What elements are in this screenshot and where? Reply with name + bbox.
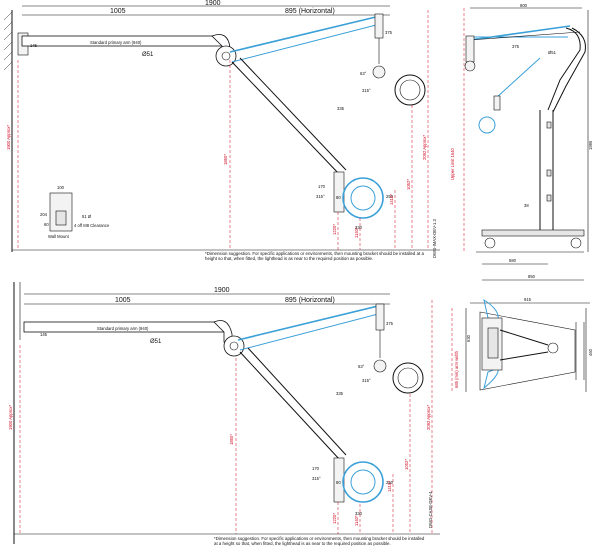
dim-1850-b: 1850* — [229, 434, 234, 445]
plan-dim-460: 460 — [588, 348, 593, 356]
plan-view: 915 685 (min) arm width 630 460 — [451, 297, 593, 392]
stand-dia: Ø51 — [548, 50, 557, 55]
stand-dim-1995: 1995 — [588, 140, 593, 150]
stand-dim-850: 850 — [528, 274, 536, 279]
stand-dim-580: 580 — [509, 258, 517, 263]
dim-1900-approx: 1900 Approx* — [6, 124, 11, 150]
dimension-note: *Dimension suggestion. For specific appl… — [205, 251, 424, 261]
angle-63: 63° — [360, 71, 367, 76]
diameter-label: Ø51 — [142, 52, 154, 58]
dim-330-b: 330 — [355, 511, 363, 516]
stand-dim-38: 38 — [524, 203, 529, 208]
stand-dim-800: 800 — [520, 3, 528, 8]
wall-mount-dia: 51 Ø — [82, 214, 92, 219]
wall-mount-dim-100: 100 — [57, 185, 65, 190]
mobile-stand-view: 800 375 Ø51 Upper Limit 1640 1995 38 580… — [450, 3, 593, 281]
dim-1052: 1052* — [406, 179, 411, 190]
top-elevation-view: 1900 1005 895 (Horizontal) Standard prim… — [3, 0, 440, 261]
angle-315b: 315° — [316, 194, 325, 199]
dim-250-b: 250 — [386, 480, 394, 485]
bottom-elevation-view: 1900 1005 895 (Horizontal) Standard prim… — [8, 282, 440, 546]
angle-315b-b: 315° — [312, 476, 321, 481]
dim-335: 335 — [337, 106, 345, 111]
dim-330: 330 — [355, 225, 363, 230]
dim-1005: 1005 — [110, 8, 126, 15]
dim-1005-b: 1005 — [115, 297, 131, 304]
dim-1850: 1850* — [223, 154, 228, 165]
plan-dim-630: 630 — [466, 334, 471, 342]
stand-upper-limit: Upper Limit 1640 — [450, 147, 455, 180]
dim-1900: 1900 — [205, 0, 221, 7]
dim-1052-b: 1052* — [404, 459, 409, 470]
wall-mount-detail: 100 204 60 51 Ø 4 off M8 Clearance Wall … — [40, 185, 110, 239]
stand-dim-375: 375 — [512, 44, 520, 49]
wall-mount-dim-204: 204 — [40, 212, 48, 217]
dim-1220: 1220* — [332, 224, 337, 235]
dim-1220-b: 1220* — [332, 513, 337, 524]
dim-170: 170 — [318, 184, 326, 189]
primary-arm-label-b: Standard primary arm (940) — [97, 326, 149, 331]
dim-1140-b: 1140* — [354, 515, 359, 526]
dim-335-b: 335 — [336, 391, 344, 396]
dim-1410-b: 1410* — [387, 481, 392, 492]
wall-mount-label: Wall Mount — [48, 234, 70, 239]
dim-1900-approx-b: 1900 Approx* — [8, 404, 13, 430]
wall-mount-holes: 4 off M8 Clearance — [74, 223, 110, 228]
angle-315-b: 315° — [362, 378, 371, 383]
dim-895-b: 895 (Horizontal) — [285, 297, 335, 304]
dim-375: 375 — [385, 30, 393, 35]
dimension-note-b: *Dimension suggestion. For specific appl… — [214, 536, 425, 546]
dim-80-b: 80 — [336, 480, 341, 485]
angle-63-b: 63° — [358, 364, 365, 369]
dim-2092: 2092 Approx* — [422, 134, 427, 160]
dim-2092-b: 2092 Approx* — [426, 404, 431, 430]
plan-dim-915: 915 — [524, 297, 532, 302]
dim-170-b: 170 — [312, 466, 320, 471]
dim-1140: 1140* — [354, 227, 359, 238]
dim-145-b: 145 — [40, 332, 48, 337]
dim-895: 895 (Horizontal) — [285, 8, 335, 15]
dim-375-b: 375 — [386, 321, 394, 326]
primary-arm-label: Standard primary arm (940) — [90, 40, 142, 45]
dim-145: 145 — [30, 43, 38, 48]
dim-1410: 1410* — [389, 194, 394, 205]
plan-dim-685: 685 (min) arm width — [454, 350, 459, 388]
drawing-number: DWG-IMAX-DEV-1.3 — [432, 218, 437, 258]
dim-1900-b: 1900 — [214, 287, 230, 294]
diameter-label-b: Ø51 — [150, 339, 162, 345]
wall-mount-dim-60: 60 — [44, 222, 49, 227]
dim-250: 250 — [386, 194, 394, 199]
drawing-number-b: DWG-CASE-DEV-4 — [428, 491, 433, 528]
angle-315: 315° — [362, 88, 371, 93]
dim-80: 80 — [336, 195, 341, 200]
